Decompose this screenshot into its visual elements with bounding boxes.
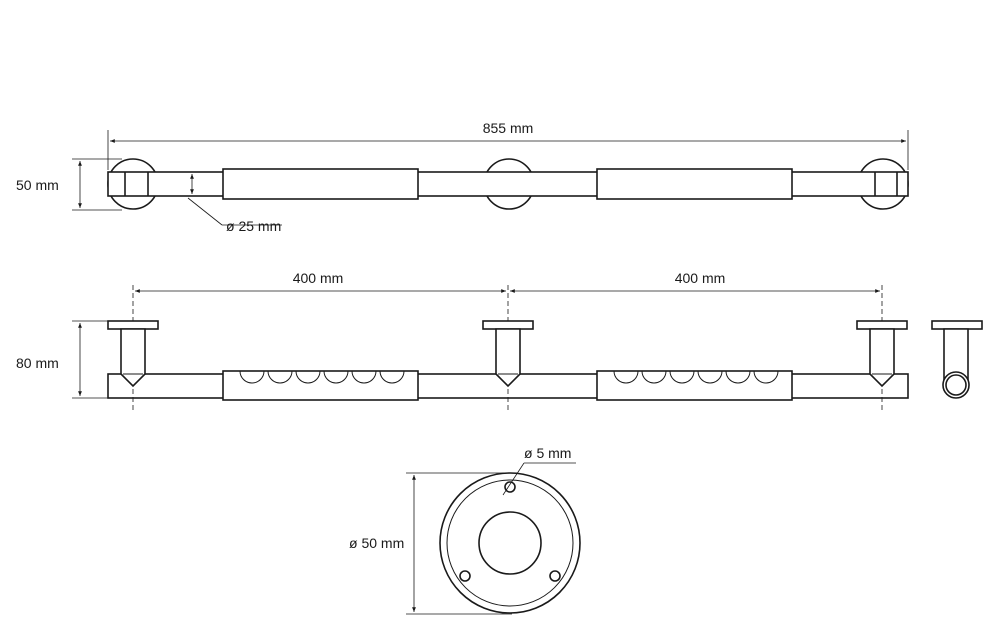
front-view: 400 mm 400 mm 80 mm	[16, 270, 909, 412]
overall-length-label: 855 mm	[483, 120, 534, 136]
side-view	[931, 320, 983, 399]
bracket-right	[856, 320, 908, 388]
flange-diameter-label: ø 50 mm	[349, 535, 404, 551]
grip-right	[596, 168, 793, 200]
projection-label: 80 mm	[16, 355, 59, 371]
tube-diameter-label: ø 25 mm	[226, 218, 281, 234]
grip-left	[222, 168, 419, 200]
grip-left-texture	[239, 370, 405, 384]
flange-detail: ø 50 mm ø 5 mm	[349, 445, 581, 615]
bracket-middle	[482, 320, 534, 388]
flange-plate	[439, 472, 581, 614]
bracket-left	[107, 320, 159, 388]
grip-right-front	[596, 370, 793, 401]
screw-hole-top	[504, 481, 516, 493]
screw-hole-label: ø 5 mm	[524, 445, 571, 461]
screw-hole-right	[549, 570, 561, 582]
spacing-left-label: 400 mm	[293, 270, 344, 286]
screw-hole-left	[459, 570, 471, 582]
grip-right-texture	[613, 370, 779, 384]
bar-height-label: 50 mm	[16, 177, 59, 193]
spacing-right-label: 400 mm	[675, 270, 726, 286]
grip-left-front	[222, 370, 419, 401]
flange-inner-ring	[446, 479, 574, 607]
top-view: 855 mm 50 mm ø 25 mm	[16, 120, 909, 234]
flange-center-hole	[478, 511, 542, 575]
